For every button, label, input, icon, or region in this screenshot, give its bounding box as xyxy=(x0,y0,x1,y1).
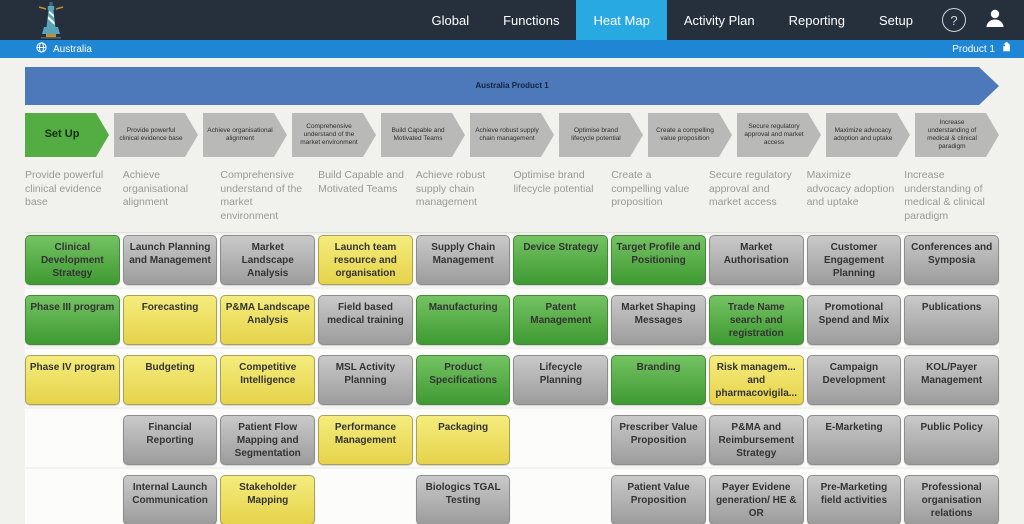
card-performance-management[interactable]: Performance Management xyxy=(318,414,413,465)
card-branding[interactable]: Branding xyxy=(611,354,706,405)
card-pre-marketing-field-activities[interactable]: Pre-Marketing field activities xyxy=(806,474,902,524)
user-avatar-icon[interactable] xyxy=(984,7,1006,34)
step-achieve-organisational-alignment[interactable]: Achieve organisational alignment xyxy=(203,113,287,157)
card-p-ma-and-reimbursement-strategy[interactable]: P&MA and Reimbursement Strategy xyxy=(708,414,804,465)
card-internal-launch-communication[interactable]: Internal Launch Communication xyxy=(122,474,218,524)
banner-title: Australia Product 1 xyxy=(475,81,549,91)
card-publications[interactable]: Publications xyxy=(904,294,999,345)
column-header-optimise-brand-lifecycle-potential: Optimise brand lifecycle potential xyxy=(513,169,594,195)
card-trade-name-search-and-registration[interactable]: Trade Name search and registration xyxy=(708,294,804,345)
card-supply-chain-management[interactable]: Supply Chain Management xyxy=(415,234,511,285)
card-financial-reporting[interactable]: Financial Reporting xyxy=(122,414,218,465)
nav-item-reporting[interactable]: Reporting xyxy=(788,12,846,28)
card-patient-flow-mapping-and-segmentation[interactable]: Patient Flow Mapping and Segmentation xyxy=(220,414,316,465)
card-biologics-tgal-testing[interactable]: Biologics TGAL Testing xyxy=(415,474,511,524)
card-phase-iii-program[interactable]: Phase III program xyxy=(25,294,120,345)
column-header-achieve-robust-supply-chain-management: Achieve robust supply chain management xyxy=(415,169,486,209)
column-header-comprehensive-understand-of-the-market-e: Comprehensive understand of the market e… xyxy=(220,169,303,222)
card-field-based-medical-training[interactable]: Field based medical training xyxy=(318,294,413,345)
tag-icon xyxy=(1000,40,1012,57)
card-msl-activity-planning[interactable]: MSL Activity Planning xyxy=(318,354,413,405)
globe-icon xyxy=(36,42,47,56)
location-label: Australia xyxy=(53,43,92,55)
nav-item-setup[interactable]: Setup xyxy=(879,12,913,28)
card-lifecycle-planning[interactable]: Lifecycle Planning xyxy=(513,354,609,405)
card-launch-team-resource-and-organisation[interactable]: Launch team resource and organisation xyxy=(318,234,413,285)
card-product-specifications[interactable]: Product Specifications xyxy=(415,354,511,405)
step-set-up[interactable]: Set Up xyxy=(25,113,109,157)
card-patent-management[interactable]: Patent Management xyxy=(513,294,609,345)
product-selector[interactable]: Product 1 xyxy=(952,40,1012,57)
nav-item-functions[interactable]: Functions xyxy=(503,12,560,28)
card-launch-planning-and-management[interactable]: Launch Planning and Management xyxy=(122,234,218,285)
column-header-create-a-compelling-value-proposition: Create a compelling value proposition xyxy=(611,169,690,209)
top-navbar: Global Functions Heat Map Activity Plan Repo… xyxy=(0,0,1024,40)
card-public-policy[interactable]: Public Policy xyxy=(904,414,999,465)
card-prescriber-value-proposition[interactable]: Prescriber Value Proposition xyxy=(611,414,706,465)
card-customer-engagement-planning[interactable]: Customer Engagement Planning xyxy=(806,234,902,285)
column-header-build-capable-and-motivated-teams: Build Capable and Motivated Teams xyxy=(318,169,404,195)
product-label: Product 1 xyxy=(952,43,995,55)
step-create-a-compelling-value-proposition[interactable]: Create a compelling value proposition xyxy=(648,113,732,157)
lighthouse-logo-icon xyxy=(34,1,68,39)
step-maximize-advocacy-adoption-and-uptake[interactable]: Maximize advocacy adoption and uptake xyxy=(826,113,910,157)
card-clinical-development-strategy[interactable]: Clinical Development Strategy xyxy=(25,234,120,285)
step-comprehensive-understand-of-the-market-e[interactable]: Comprehensive understand of the market e… xyxy=(292,113,376,157)
nav-items: Global Functions Heat Map Activity Plan Repo… xyxy=(415,0,931,40)
step-secure-regulatory-approval-and-market-ac[interactable]: Secure regulatory approval and market ac… xyxy=(737,113,821,157)
location-bar: Australia Product 1 xyxy=(0,40,1024,58)
card-e-marketing[interactable]: E-Marketing xyxy=(806,414,902,465)
step-optimise-brand-lifecycle-potential[interactable]: Optimise brand lifecycle potential xyxy=(559,113,643,157)
card-professional-organisation-relations[interactable]: Professional organisation relations xyxy=(904,474,999,524)
column-header-achieve-organisational-alignment: Achieve organisational alignment xyxy=(122,169,189,209)
step-achieve-robust-supply-chain-management[interactable]: Achieve robust supply chain management xyxy=(470,113,554,157)
card-competitive-intelligence[interactable]: Competitive Intelligence xyxy=(220,354,316,405)
step-build-capable-and-motivated-teams[interactable]: Build Capable and Motivated Teams xyxy=(381,113,465,157)
card-conferences-and-symposia[interactable]: Conferences and Symposia xyxy=(904,234,999,285)
country-product-banner: Australia Product 1 xyxy=(25,67,999,105)
help-icon[interactable]: ? xyxy=(942,8,966,32)
column-header-increase-understanding-of-medical-clinic: Increase understanding of medical & clin… xyxy=(904,169,985,222)
card-market-landscape-analysis[interactable]: Market Landscape Analysis xyxy=(220,234,316,285)
card-budgeting[interactable]: Budgeting xyxy=(122,354,218,405)
card-risk-managem-and-pharmacovigila[interactable]: Risk managem... and pharmacovigila... xyxy=(708,354,804,405)
step-provide-powerful-clinical-evidence-base[interactable]: Provide powerful clinical evidence base xyxy=(114,113,198,157)
card-packaging[interactable]: Packaging xyxy=(415,414,511,465)
card-target-profile-and-positioning[interactable]: Target Profile and Positioning xyxy=(611,234,706,285)
column-header-secure-regulatory-approval-and-market-ac: Secure regulatory approval and market ac… xyxy=(708,169,792,209)
nav-item-heat-map[interactable]: Heat Map xyxy=(576,0,667,40)
card-forecasting[interactable]: Forecasting xyxy=(122,294,218,345)
column-header-maximize-advocacy-adoption-and-uptake: Maximize advocacy adoption and uptake xyxy=(806,169,895,209)
card-phase-iv-program[interactable]: Phase IV program xyxy=(25,354,120,405)
card-stakeholder-mapping[interactable]: Stakeholder Mapping xyxy=(220,474,316,524)
card-promotional-spend-and-mix[interactable]: Promotional Spend and Mix xyxy=(806,294,902,345)
nav-item-activity-plan[interactable]: Activity Plan xyxy=(683,12,755,28)
card-campaign-development[interactable]: Campaign Development xyxy=(806,354,902,405)
card-kol-payer-management[interactable]: KOL/Payer Management xyxy=(904,354,999,405)
nav-item-global[interactable]: Global xyxy=(431,12,470,28)
card-device-strategy[interactable]: Device Strategy xyxy=(513,234,609,285)
card-manufacturing[interactable]: Manufacturing xyxy=(415,294,511,345)
card-patient-value-proposition[interactable]: Patient Value Proposition xyxy=(611,474,706,524)
card-p-ma-landscape-analysis[interactable]: P&MA Landscape Analysis xyxy=(220,294,316,345)
column-header-provide-powerful-clinical-evidence-base: Provide powerful clinical evidence base xyxy=(25,169,104,209)
column-headers: Provide powerful clinical evidence base A… xyxy=(25,169,999,233)
card-market-shaping-messages[interactable]: Market Shaping Messages xyxy=(611,294,706,345)
card-market-authorisation[interactable]: Market Authorisation xyxy=(708,234,804,285)
card-payer-evidene-generation-he-or[interactable]: Payer Evidene generation/ HE & OR xyxy=(708,474,804,524)
step-increase-understanding-of-medical-clinic[interactable]: Increase understanding of medical & clin… xyxy=(915,113,999,157)
